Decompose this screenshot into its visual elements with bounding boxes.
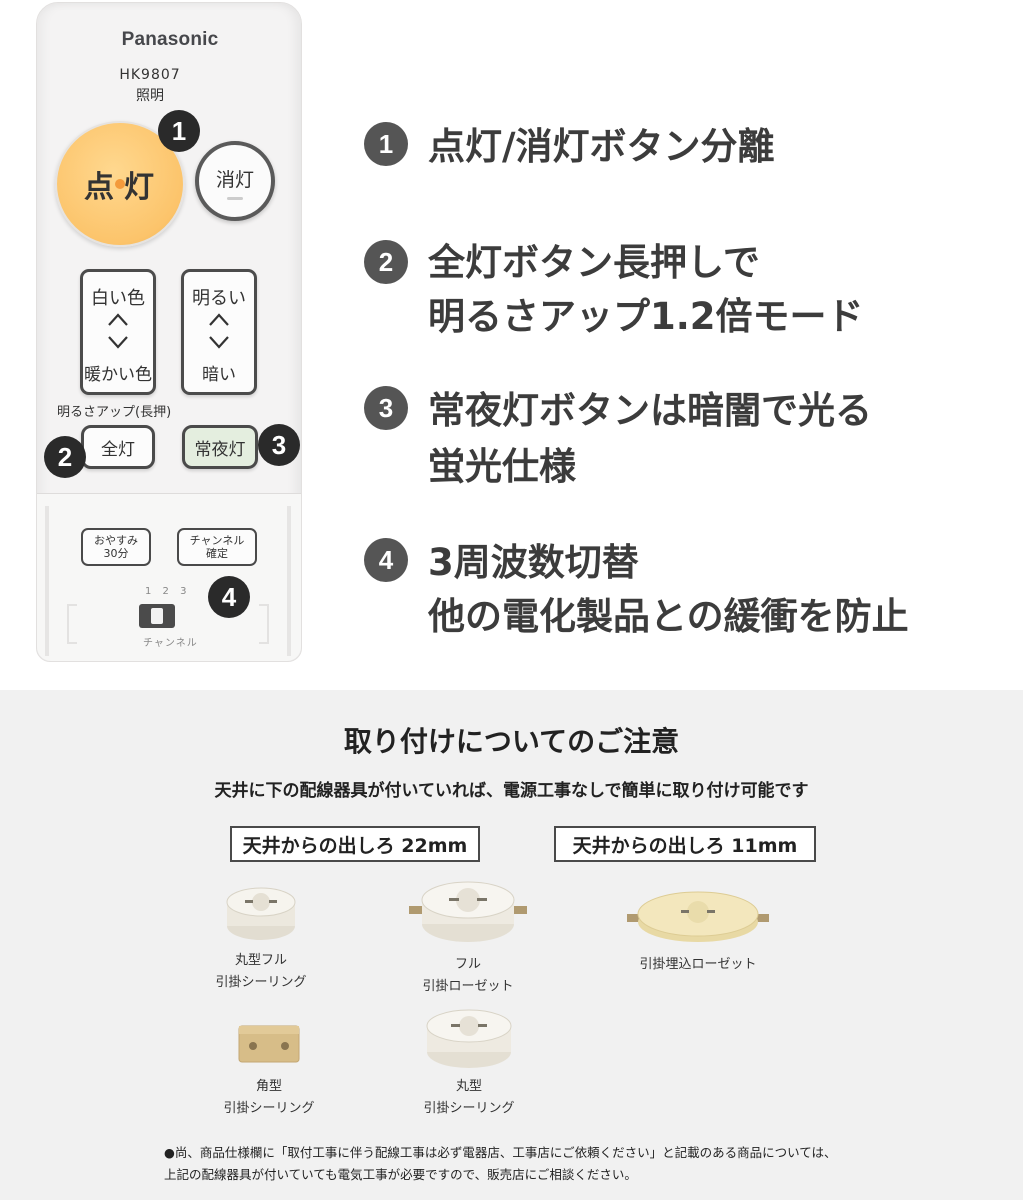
brightness-down-label: 暗い: [202, 365, 236, 385]
installation-notice: 取り付けについてのご注意 天井に下の配線器具が付いていれば、電源工事なしで簡単に…: [0, 690, 1023, 1200]
part-caption: 丸型: [455, 1079, 482, 1094]
part-caption: 引掛埋込ローゼット: [639, 957, 757, 972]
footnote-line: 上記の配線器具が付いていても電気工事が必要ですので、販売店にご相談ください。: [164, 1167, 637, 1182]
clearance-22mm-label: 天井からの出しろ 22mm: [230, 826, 480, 862]
remote-brand-logo: Panasonic: [121, 29, 219, 50]
part-round-full-ceiling: 丸型フル 引掛シーリング: [206, 882, 316, 992]
round-full-ceiling-image: [226, 887, 296, 940]
chevron-down-icon: [108, 336, 128, 349]
bright-up-label: 明るさアップ(長押): [57, 405, 172, 420]
night-light-button[interactable]: 常夜灯: [182, 425, 258, 469]
chevron-up-icon: [209, 313, 229, 326]
square-ceiling-image: [238, 1025, 300, 1063]
sleep-label: おやすみ: [94, 534, 138, 547]
remote-sub-label: 照明: [136, 88, 164, 104]
callout-badge-4: 4: [208, 576, 250, 618]
part-caption: 角型: [255, 1079, 282, 1094]
indicator-dot: [115, 179, 125, 189]
feature-number: 3: [364, 386, 408, 430]
bracket-left: [67, 604, 77, 644]
feature-number: 2: [364, 240, 408, 284]
round-ceiling-image: [426, 1009, 512, 1068]
brightness-up-label: 明るい: [192, 288, 246, 309]
channel-confirm-button[interactable]: チャンネル 確定: [177, 528, 257, 566]
part-caption: 引掛シーリング: [215, 975, 307, 990]
feature-text: 3周波数切替: [428, 541, 639, 584]
color-warm-label: 暖かい色: [84, 365, 152, 385]
rail-right: [287, 506, 291, 656]
part-caption: フル: [454, 957, 481, 972]
feature-text: 全灯ボタン長押しで: [428, 241, 760, 284]
sleep-timer-button[interactable]: おやすみ 30分: [81, 528, 151, 566]
part-caption: 引掛シーリング: [223, 1101, 315, 1116]
feature-text: 常夜灯ボタンは暗闇で光る: [428, 389, 872, 432]
channel-numbers: 1 2 3: [145, 586, 191, 597]
part-square-ceiling: 角型 引掛シーリング: [214, 1016, 324, 1118]
remote-lower-panel: おやすみ 30分 チャンネル 確定 1 2 3 チャンネル: [37, 493, 301, 661]
bracket-right: [259, 604, 269, 644]
clearance-11mm-label: 天井からの出しろ 11mm: [554, 826, 816, 862]
part-caption: 引掛ローゼット: [422, 979, 514, 994]
callout-badge-2: 2: [44, 436, 86, 478]
feature-text: 点灯/消灯ボタン分離: [428, 125, 775, 168]
feature-text: 明るさアップ1.2倍モード: [428, 295, 864, 338]
channel-switch[interactable]: [139, 604, 175, 628]
full-rosette-image: [409, 881, 527, 942]
channel-label-top: チャンネル: [189, 534, 245, 547]
footnote-line: ●尚、商品仕様欄に「取付工事に伴う配線工事は必ず電器店、工事店にご依頼ください」…: [164, 1145, 837, 1160]
brightness-rocker[interactable]: 明るい 暗い: [181, 269, 257, 395]
full-light-button[interactable]: 全灯: [81, 425, 155, 469]
channel-confirm-label: 確定: [206, 547, 228, 560]
callout-badge-3: 3: [258, 424, 300, 466]
feature-number: 4: [364, 538, 408, 582]
part-round-ceiling: 丸型 引掛シーリング: [414, 1002, 524, 1118]
feature-text: 蛍光仕様: [428, 445, 576, 488]
remote-control: Panasonic HK9807 照明 点灯 消灯 白い色 暖かい色 明るい 暗…: [36, 2, 302, 662]
chevron-up-icon: [108, 313, 128, 326]
notice-subtitle: 天井に下の配線器具が付いていれば、電源工事なしで簡単に取り付け可能です: [214, 781, 809, 801]
remote-model-number: HK9807: [119, 67, 181, 83]
channel-switch-knob[interactable]: [151, 608, 163, 624]
light-off-indicator: [227, 197, 243, 200]
light-off-button[interactable]: 消灯: [195, 141, 275, 221]
sleep-minutes: 30分: [103, 547, 129, 560]
part-full-rosette: フル 引掛ローゼット: [398, 872, 538, 996]
part-caption: 引掛シーリング: [423, 1101, 515, 1116]
notice-title: 取り付けについてのご注意: [343, 725, 680, 758]
feature-number: 1: [364, 122, 408, 166]
color-cool-label: 白い色: [91, 288, 145, 309]
chevron-down-icon: [209, 336, 229, 349]
part-caption: 丸型フル: [234, 953, 287, 968]
light-off-label: 消灯: [215, 168, 254, 191]
recessed-rosette-image: [627, 891, 769, 942]
channel-switch-label: チャンネル: [143, 638, 198, 649]
top-section: Panasonic HK9807 照明 点灯 消灯 白い色 暖かい色 明るい 暗…: [36, 2, 909, 662]
rail-left: [45, 506, 49, 656]
feature-text: 他の電化製品との緩衝を防止: [428, 595, 909, 638]
part-recessed-rosette: 引掛埋込ローゼット: [618, 874, 778, 974]
callout-badge-1: 1: [158, 110, 200, 152]
color-tone-rocker[interactable]: 白い色 暖かい色: [80, 269, 156, 395]
footnote: ●尚、商品仕様欄に「取付工事に伴う配線工事は必ず電器店、工事店にご依頼ください」…: [164, 1142, 964, 1186]
